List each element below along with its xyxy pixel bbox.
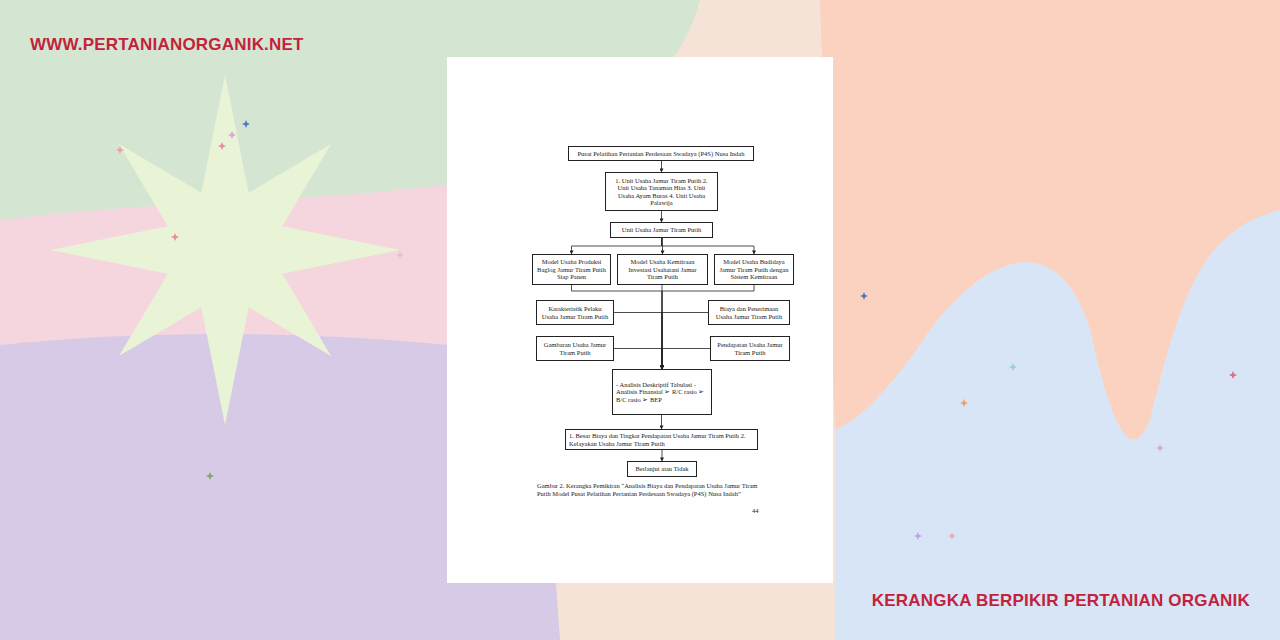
sparkle: [860, 292, 868, 300]
box-text: Biaya dan Penerimaan Usaha Jamur Tiram P…: [712, 305, 786, 320]
box-text: Model Usaha Budidaya Jamur Tiram Putih d…: [718, 258, 790, 280]
process-box: Karakteristik Pelaku Usaha Jamur Tiram P…: [536, 300, 614, 325]
flow-arrow: [661, 161, 662, 172]
box-text: Karakteristik Pelaku Usaha Jamur Tiram P…: [540, 305, 610, 320]
flow-arrow: [572, 238, 662, 254]
box-text: 1. Unit Usaha Jamur Tiram Putih 2. Unit …: [609, 177, 714, 207]
flow-arrow: [662, 238, 755, 254]
box-text: Berlanjut atau Tidak: [631, 465, 693, 472]
flow-arrow: [662, 450, 663, 461]
process-box: Berlanjut atau Tidak: [627, 461, 697, 477]
star-shape: [50, 75, 400, 425]
sparkle: [1156, 444, 1164, 452]
flow-arrow: [614, 349, 662, 370]
blue-blob: [835, 210, 1280, 640]
sparkle: [914, 532, 922, 540]
sparkle: [960, 399, 968, 407]
process-box: Pendapatan Usaha Jamur Tiram Putih: [710, 336, 790, 361]
box-text: - Analisis Deskriptif Tabulasi - Analisi…: [616, 381, 708, 403]
flow-arrow: [661, 415, 662, 429]
star-shape: [50, 75, 400, 425]
sparkle: [1229, 371, 1237, 379]
box-text: 1. Besar Biaya dan Tingkat Pendapatan Us…: [569, 432, 754, 447]
process-box: 1. Unit Usaha Jamur Tiram Putih 2. Unit …: [605, 172, 718, 211]
process-box: Gambaran Usaha Jamur Tiram Putih: [536, 336, 614, 361]
flow-arrow: [614, 313, 662, 370]
process-box: Model Usaha Kemitraan Investasi Usahatan…: [617, 254, 708, 285]
box-text: Model Usaha Produksi Baglog Jamur Tiram …: [536, 258, 607, 280]
process-box: Model Usaha Budidaya Jamur Tiram Putih d…: [714, 254, 794, 285]
sparkle: [228, 131, 236, 139]
figure-caption: Gambar 2. Kerangka Pemikiran “Analisis B…: [537, 482, 765, 498]
box-text: Gambaran Usaha Jamur Tiram Putih: [540, 341, 610, 356]
sparkle: [218, 142, 226, 150]
sparkle: [206, 472, 214, 480]
sparkle: [948, 532, 956, 540]
flow-arrow: [661, 211, 662, 222]
process-box: - Analisis Deskriptif Tabulasi - Analisi…: [612, 369, 712, 415]
box-text: Unit Usaha Jamur Tiram Putih: [614, 226, 709, 233]
page-heading: KERANGKA BERPIKIR PERTANIAN ORGANIK: [872, 591, 1250, 611]
sparkle: [242, 120, 250, 128]
flow-arrow: [662, 238, 663, 254]
sparkle: [171, 233, 179, 241]
process-box: Biaya dan Penerimaan Usaha Jamur Tiram P…: [708, 300, 790, 325]
sparkle: [396, 251, 404, 259]
flow-arrow: [662, 313, 708, 370]
sparkle: [1009, 363, 1017, 371]
sparkle: [116, 146, 124, 154]
process-box: 1. Besar Biaya dan Tingkat Pendapatan Us…: [565, 429, 758, 450]
page-number: 44: [752, 507, 759, 515]
box-text: Pendapatan Usaha Jamur Tiram Putih: [714, 341, 786, 356]
process-box: Pusat Pelatihan Pertanian Perdesaan Swad…: [568, 146, 754, 161]
box-text: Model Usaha Kemitraan Investasi Usahatan…: [621, 258, 704, 280]
flow-arrow: [662, 285, 663, 369]
process-box: Unit Usaha Jamur Tiram Putih: [610, 222, 713, 238]
box-text: Pusat Pelatihan Pertanian Perdesaan Swad…: [572, 150, 750, 157]
site-url: WWW.PERTANIANORGANIK.NET: [30, 35, 304, 55]
process-box: Model Usaha Produksi Baglog Jamur Tiram …: [532, 254, 611, 285]
flow-arrow: [662, 349, 710, 370]
